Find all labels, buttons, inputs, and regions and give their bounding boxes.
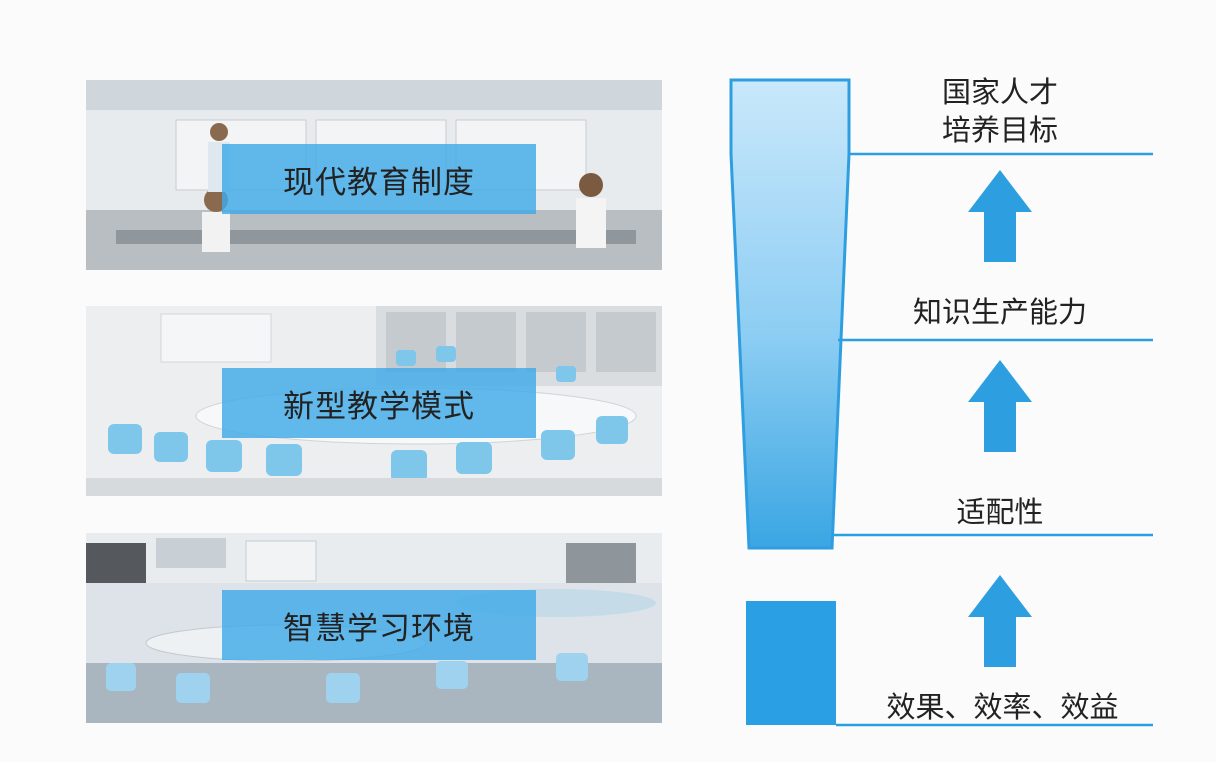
- panel-label: 智慧学习环境: [222, 590, 536, 660]
- mid-label: 知识生产能力: [912, 295, 1087, 329]
- base-block: [746, 601, 836, 725]
- top-label-line1: 国家人才: [941, 75, 1058, 109]
- up-arrow-icon: [968, 360, 1032, 452]
- panel-new-teaching-mode: 新型教学模式: [86, 306, 662, 496]
- panel-modern-education-system: 现代教育制度: [86, 80, 662, 270]
- up-arrow-icon: [968, 575, 1032, 667]
- panel-label: 新型教学模式: [222, 368, 536, 438]
- panel-label: 现代教育制度: [222, 144, 536, 214]
- up-arrow-icon: [968, 170, 1032, 262]
- panel-smart-learning-environment: 智慧学习环境: [86, 533, 662, 723]
- top-label-line2: 培养目标: [941, 113, 1058, 147]
- tapered-goal-bar: [729, 78, 851, 550]
- base-label: 效果、效率、效益: [886, 690, 1119, 724]
- low-label: 适配性: [956, 495, 1044, 529]
